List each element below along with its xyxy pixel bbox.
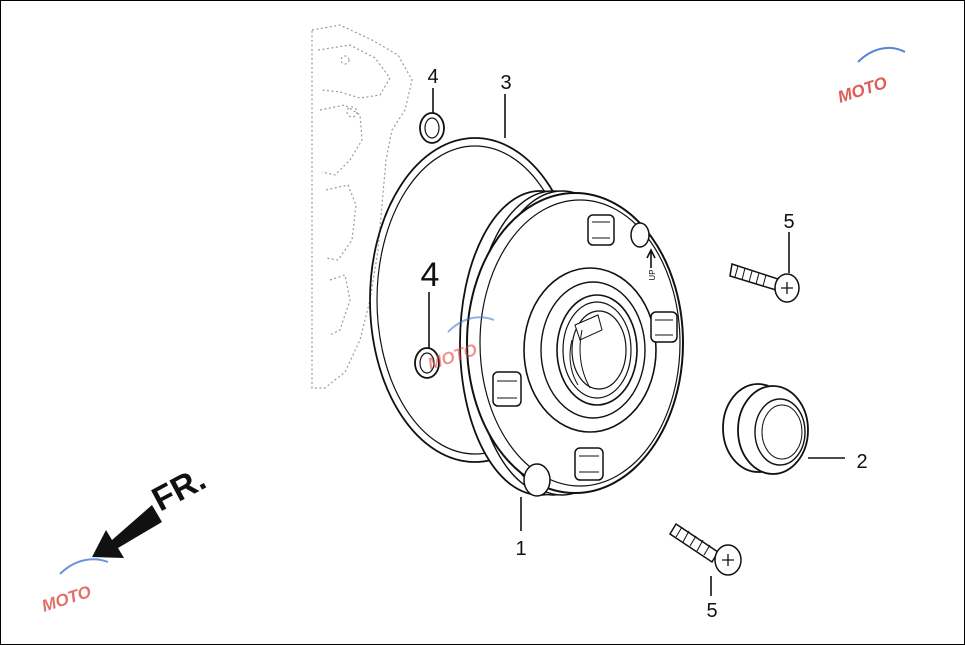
callout-3: 3	[500, 72, 511, 94]
o-ring-part-4-top	[419, 112, 445, 144]
front-direction-label: FR.	[146, 460, 212, 519]
hub-up-marking: UP	[648, 269, 657, 280]
callout-1: 1	[515, 538, 526, 560]
bolt-boss-bottom	[574, 447, 604, 481]
callout-5-bottom: 5	[706, 600, 717, 622]
watermark-logo-top-right: MOTO	[835, 46, 906, 107]
hub-body-part-1	[459, 190, 684, 496]
callout-leader-lines	[428, 88, 845, 596]
engine-casing-outline	[311, 24, 413, 389]
screw-part-5-top	[729, 263, 800, 303]
callout-2: 2	[856, 451, 867, 473]
watermark-text-top-right: MOTO	[835, 73, 889, 107]
hub-bolt-bosses	[492, 214, 678, 497]
callout-4-top: 4	[427, 66, 438, 88]
screw-part-5-bottom	[668, 522, 742, 576]
collar-part-2	[722, 383, 809, 475]
bolt-boss-top	[587, 214, 615, 246]
front-direction-arrow-icon	[92, 505, 162, 558]
o-ring-part-4-middle	[414, 347, 440, 379]
callout-5-top: 5	[783, 211, 794, 233]
watermark-text-bottom-left: MOTO	[39, 582, 93, 616]
watermark-logo-bottom-left: MOTO	[39, 558, 109, 616]
bolt-boss-right	[650, 311, 678, 343]
bolt-boss-left	[492, 371, 522, 407]
callout-4-middle: 4	[421, 256, 440, 294]
